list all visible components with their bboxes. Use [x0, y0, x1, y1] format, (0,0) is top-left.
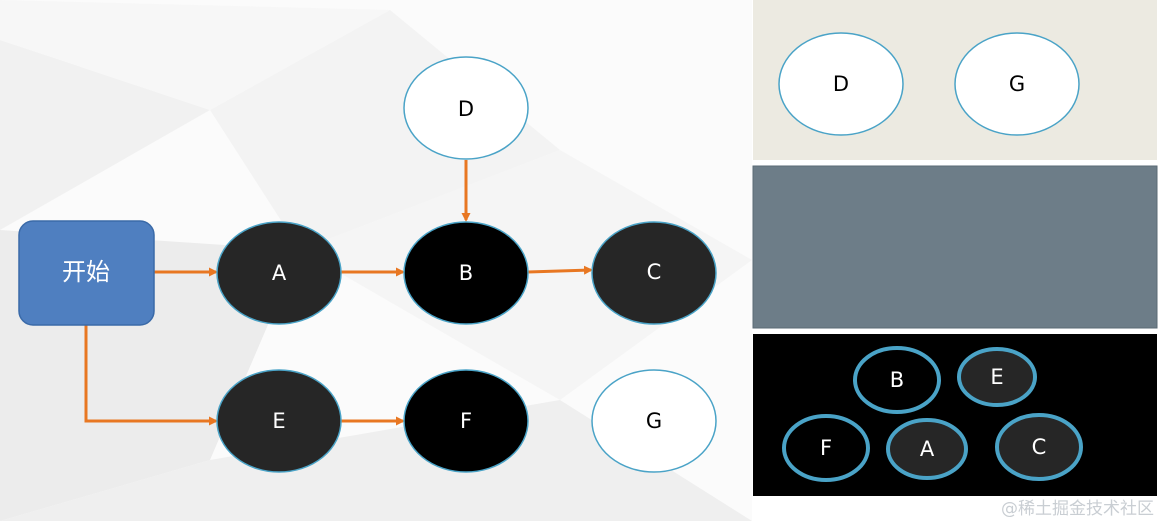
- panel-middle: [752, 165, 1158, 329]
- svg-text:C: C: [647, 260, 662, 284]
- node-a: A: [216, 221, 342, 325]
- edge-start-e: [84, 325, 218, 426]
- svg-text:C: C: [1032, 435, 1047, 459]
- panel-bottom-node-b: B: [853, 346, 941, 414]
- watermark: @稀土掘金技术社区: [1001, 499, 1154, 519]
- svg-text:A: A: [272, 261, 287, 285]
- node-g: G: [591, 369, 717, 473]
- node-c: C: [591, 221, 717, 325]
- panel-bottom-node-a: A: [886, 418, 968, 480]
- start-node-label: 开始: [62, 258, 110, 286]
- panel-bottom: B E F A C: [753, 334, 1157, 496]
- svg-text:E: E: [272, 409, 285, 433]
- node-e: E: [216, 369, 342, 473]
- svg-text:B: B: [890, 368, 904, 392]
- panel-top-node-g: G: [954, 32, 1080, 136]
- svg-text:D: D: [458, 97, 474, 121]
- svg-text:F: F: [460, 409, 472, 433]
- edges: [84, 160, 593, 426]
- panel-top: D G: [753, 0, 1157, 160]
- svg-text:A: A: [920, 437, 935, 461]
- edge-b-c: [527, 265, 593, 275]
- svg-text:G: G: [646, 409, 662, 433]
- svg-text:F: F: [820, 436, 832, 460]
- node-b: B: [403, 221, 529, 325]
- node-d: D: [403, 56, 529, 160]
- svg-text:B: B: [459, 261, 473, 285]
- svg-text:D: D: [833, 72, 849, 96]
- start-node: 开始: [18, 220, 155, 326]
- panel-bottom-node-f: F: [782, 414, 870, 482]
- svg-text:G: G: [1009, 72, 1025, 96]
- svg-text:E: E: [990, 365, 1003, 389]
- panel-top-node-d: D: [778, 32, 904, 136]
- panel-bottom-node-e: E: [957, 347, 1037, 407]
- node-f: F: [403, 369, 529, 473]
- panel-bottom-node-c: C: [995, 413, 1083, 481]
